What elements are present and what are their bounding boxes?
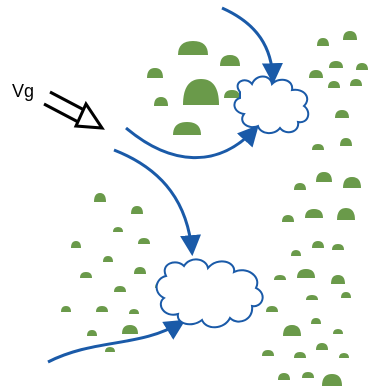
hill-mound	[266, 306, 278, 312]
hill-mound	[356, 63, 368, 70]
hill-mound	[138, 238, 150, 244]
hill-mound	[114, 286, 126, 292]
flow-arrow-mid-curving-up	[125, 124, 259, 160]
hill-mound	[312, 144, 324, 150]
hill-mound	[278, 373, 290, 380]
hill-mound	[87, 330, 97, 336]
hill-mound	[283, 325, 301, 336]
hill-mound	[154, 97, 168, 106]
hill-mound	[274, 275, 286, 280]
hill-mound	[224, 90, 240, 98]
hill-mound	[316, 172, 332, 182]
hill-mound	[311, 318, 321, 324]
hill-mound	[328, 81, 340, 88]
hill-mound	[113, 227, 123, 232]
hill-mound	[294, 183, 306, 190]
hill-mound	[297, 269, 315, 278]
hill-mound	[333, 329, 343, 334]
hill-mound	[61, 306, 71, 312]
hill-mound	[291, 250, 301, 256]
hill-mound	[96, 306, 108, 312]
hill-mound	[329, 61, 343, 68]
cloud-upper	[233, 75, 310, 134]
hill-mound	[305, 209, 323, 218]
hill-mound	[129, 309, 139, 314]
hill-mound	[332, 244, 344, 250]
hill-mound	[337, 208, 355, 220]
hill-mound	[147, 68, 163, 78]
hill-mound	[339, 353, 349, 358]
hill-mound	[282, 215, 294, 222]
hill-mound	[122, 325, 138, 334]
hill-mound	[340, 138, 352, 146]
hill-mound	[350, 79, 362, 86]
hill-mound	[178, 41, 208, 55]
hill-mound	[183, 79, 219, 105]
hill-mound	[173, 122, 201, 135]
hill-mound	[331, 275, 345, 284]
hill-mound	[94, 193, 106, 202]
flow-arrow-top-descending	[221, 6, 283, 85]
hill-mound	[220, 55, 240, 66]
hill-mound	[105, 347, 115, 352]
hills-group	[61, 31, 368, 386]
hill-mound	[341, 292, 351, 298]
hill-mound	[131, 206, 143, 214]
hill-mound	[316, 343, 328, 350]
hill-mound	[80, 272, 92, 278]
flow-arrow-bottom-curving-up	[47, 319, 186, 364]
hill-mound	[312, 241, 324, 248]
hill-mound	[103, 256, 113, 262]
hill-mound	[317, 38, 329, 46]
hill-mound	[262, 350, 274, 356]
cloud-lower	[155, 258, 264, 329]
hill-mound	[306, 295, 318, 300]
wind-label: Vg	[12, 81, 35, 101]
hill-mound	[343, 31, 357, 40]
hill-mound	[309, 70, 323, 78]
hill-mound	[343, 177, 361, 188]
wind-arrow-icon	[43, 90, 105, 130]
hill-mound	[294, 352, 306, 358]
hill-mound	[322, 374, 342, 386]
hill-mound	[335, 110, 349, 118]
hill-mound	[302, 372, 314, 378]
hill-mound	[134, 267, 146, 274]
hill-mound	[71, 241, 81, 248]
flow-arrow-center-descending	[113, 148, 202, 257]
